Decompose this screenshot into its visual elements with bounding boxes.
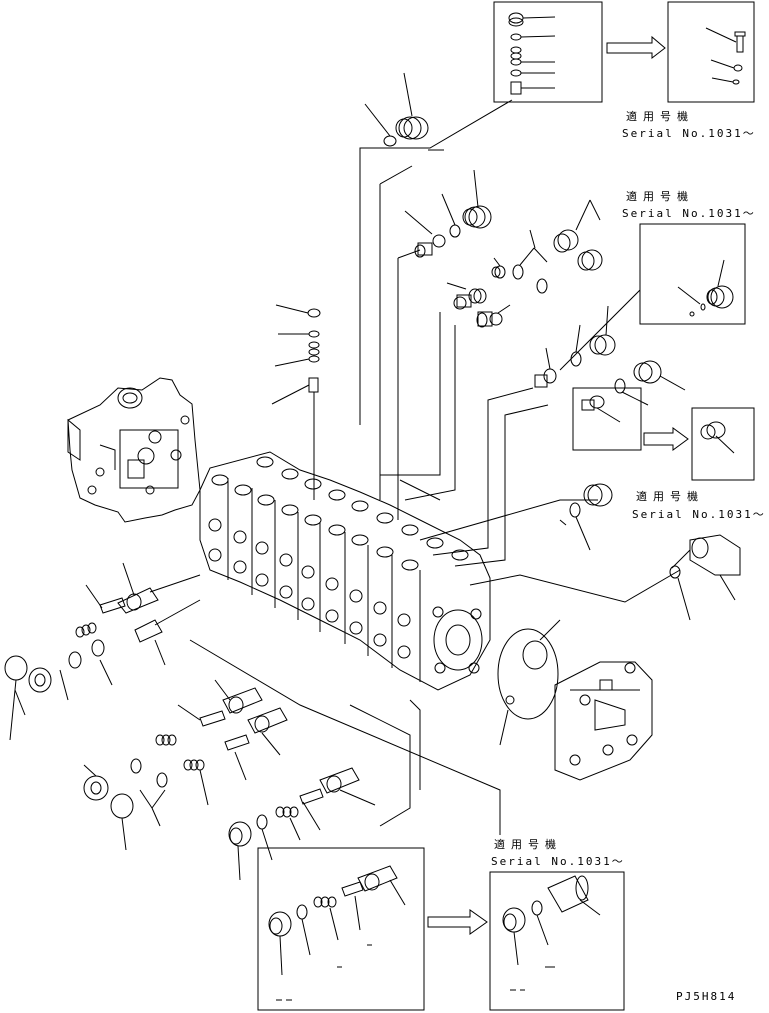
gasket-plate [498, 620, 560, 745]
main-valve-body [200, 452, 490, 690]
serial-box-4 [258, 848, 624, 1010]
plug-group-2 [405, 170, 491, 257]
lower-spool-parts [84, 680, 287, 850]
serial-label-3: Serial No.1031～ [632, 508, 766, 521]
right-end-cover [555, 662, 652, 780]
top-box-right [668, 2, 754, 102]
applicability-label-4: 適用号機 [494, 838, 562, 851]
plug-group-4 [535, 306, 685, 405]
leader-lines-top [360, 100, 680, 602]
top-box-left [494, 2, 602, 102]
check-valve-parts [447, 258, 510, 327]
plug-group-3 [513, 200, 602, 293]
applicability-label-3: 適用号機 [636, 490, 704, 503]
spring-stack-mid [272, 305, 320, 500]
misc-leaders [400, 480, 566, 525]
left-spool-parts [5, 563, 200, 740]
left-end-cover [68, 378, 200, 522]
serial-label-2: Serial No.1031～ [622, 207, 756, 220]
applicability-label-1: 適用号機 [626, 110, 694, 123]
arrow-right-1 [607, 37, 665, 58]
serial-label-4: Serial No.1031～ [491, 855, 625, 868]
figure-code: PJ5H814 [676, 990, 737, 1003]
serial-box-3 [573, 388, 754, 480]
applicability-label-2: 適用号機 [626, 190, 694, 203]
plug-top [365, 73, 428, 146]
bottom-spool-parts [229, 768, 375, 880]
leader-lines-bottom [190, 640, 500, 835]
relief-valve-right [570, 484, 740, 620]
serial-box-2 [640, 224, 745, 324]
serial-label-1: Serial No.1031～ [622, 127, 756, 140]
